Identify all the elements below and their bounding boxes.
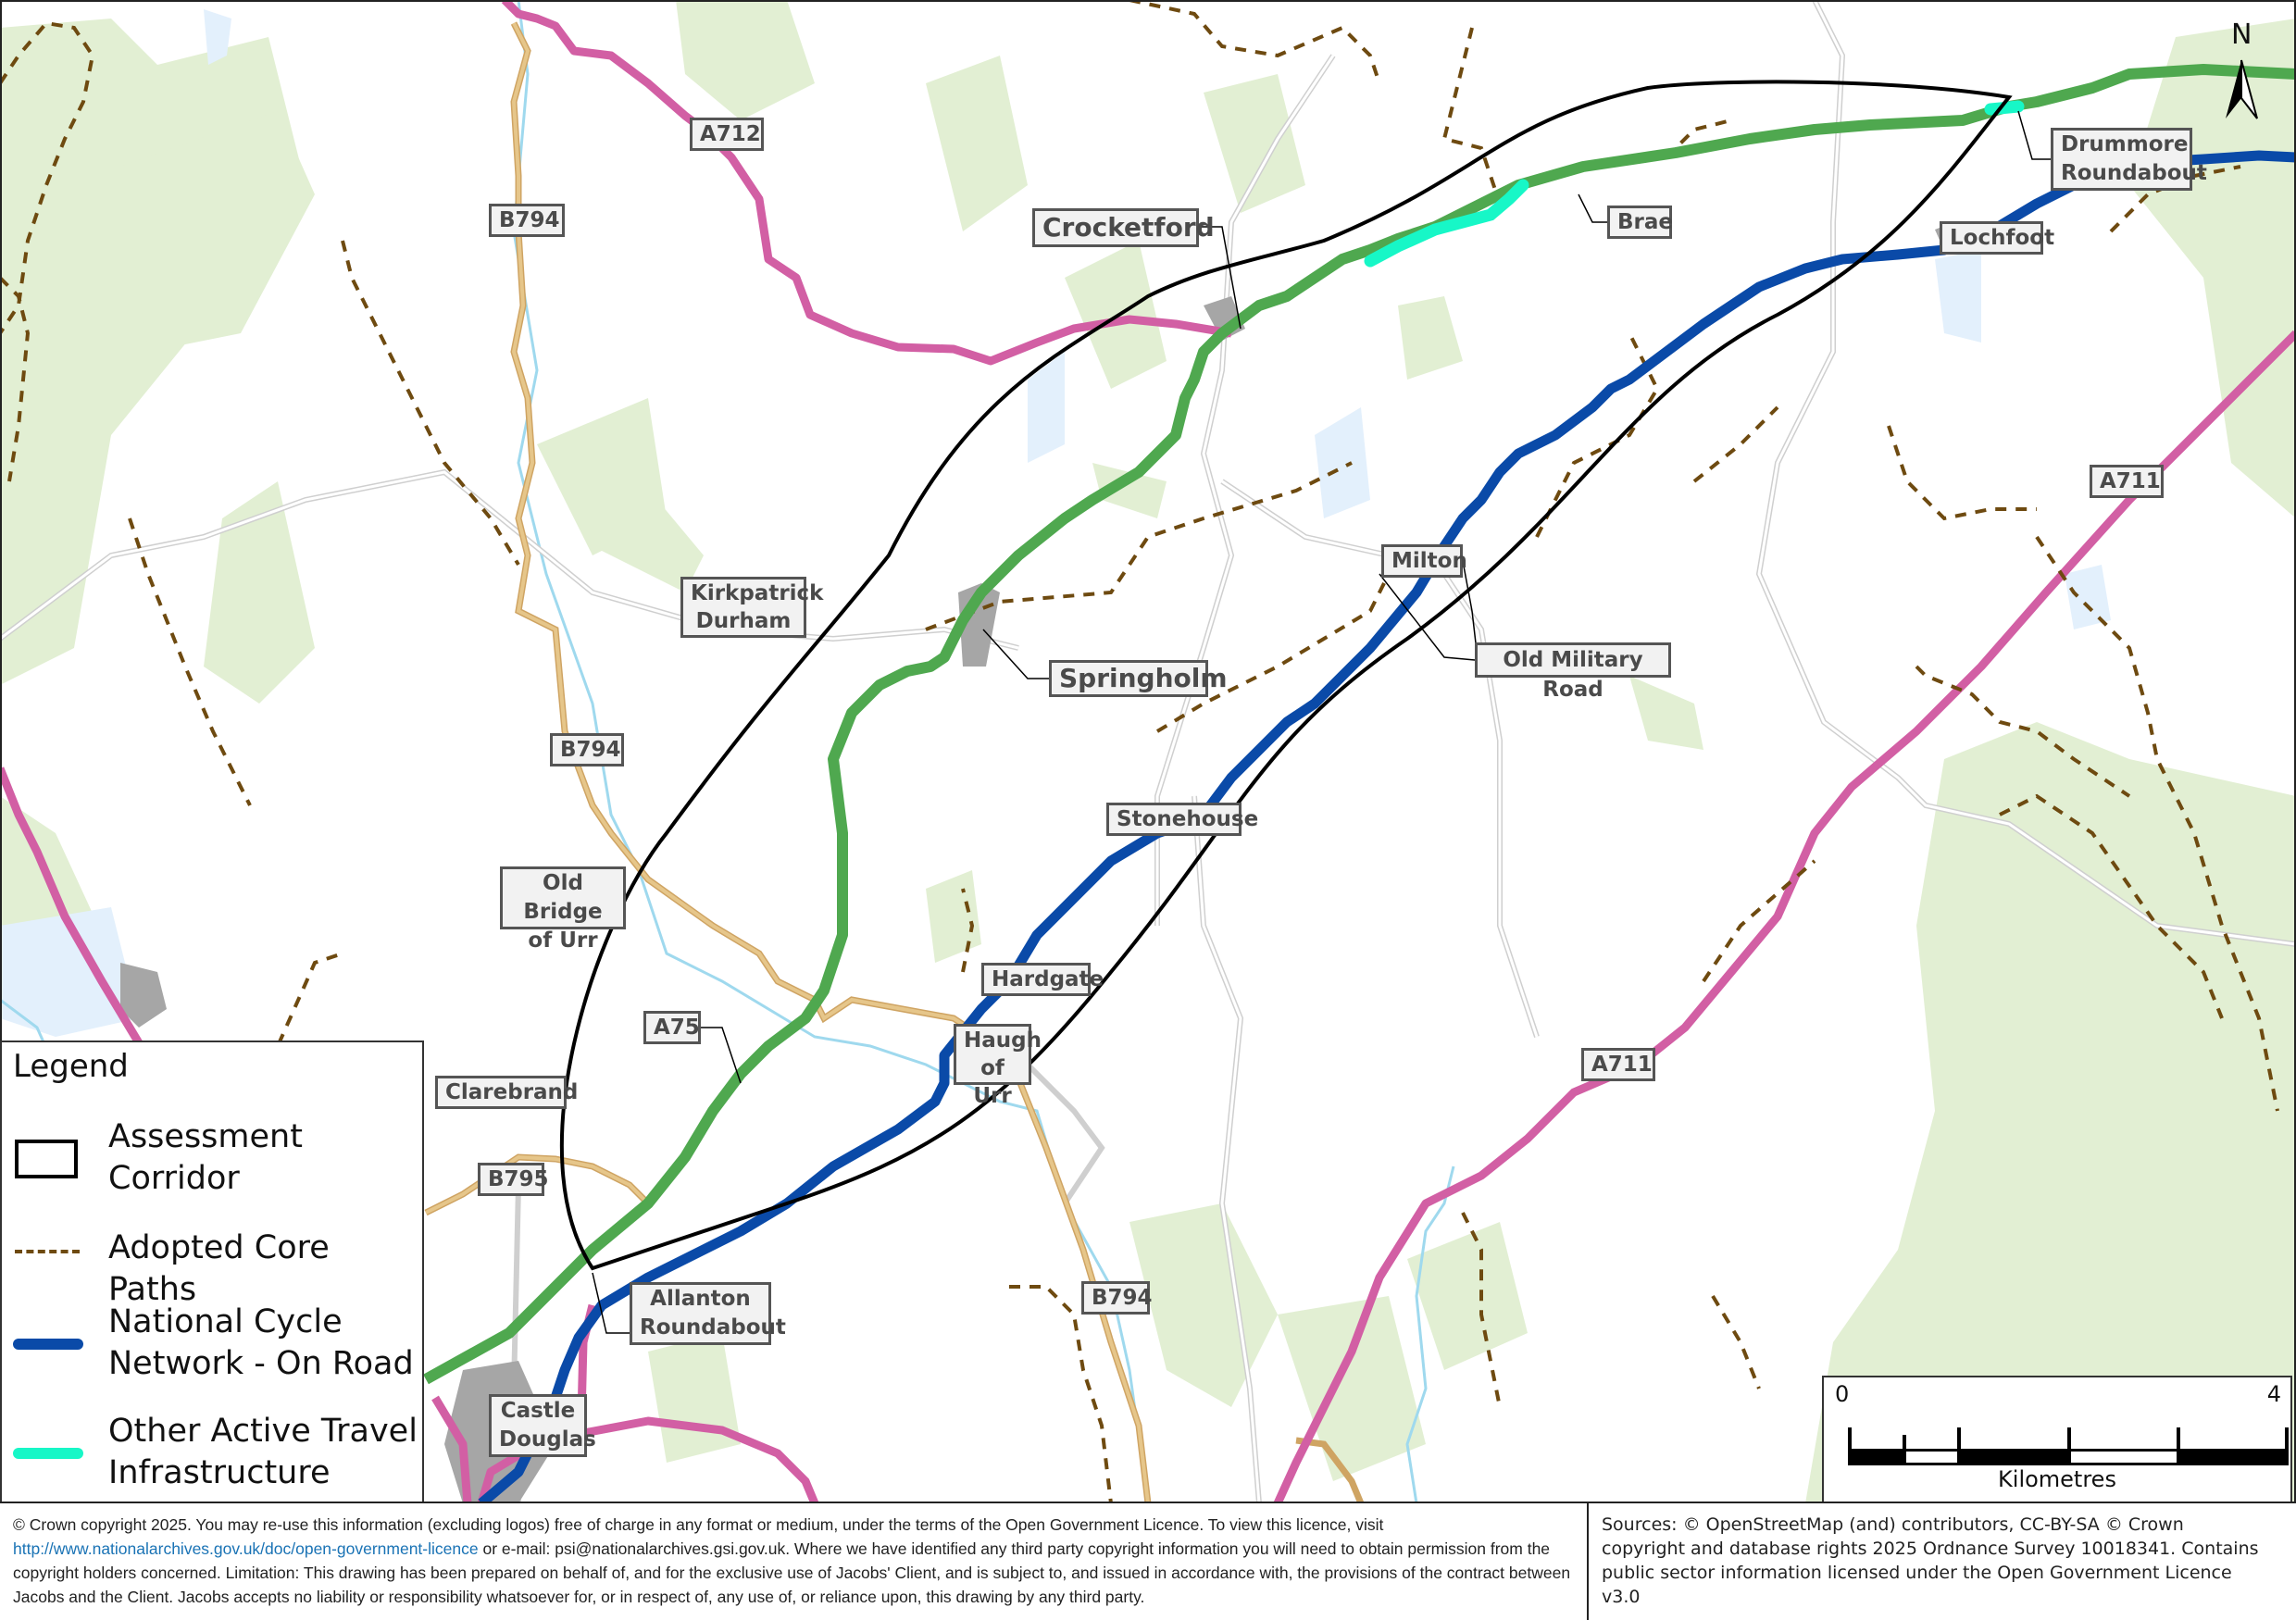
- core-paths: [0, 0, 2279, 1503]
- place-label-springholm: Springholm: [1049, 660, 1228, 697]
- place-label-drummore: Drummore Roundabout: [2051, 128, 2207, 191]
- place-label-a711-s: A711: [1581, 1048, 1655, 1081]
- minor-roads-inner: [0, 0, 2296, 1503]
- copyright-notice: © Crown copyright 2025. You may re-use t…: [13, 1513, 1578, 1609]
- legend-panel: Legend Assessment Corridor Adopted Core …: [0, 1041, 424, 1503]
- ncn-cycle-route: [478, 150, 2296, 1503]
- place-label-stonehouse: Stonehouse: [1106, 803, 1258, 836]
- place-label-a711-n: A711: [2090, 465, 2164, 498]
- north-arrow-icon: [2226, 59, 2258, 119]
- active-travel-segments: [1364, 100, 2025, 268]
- place-label-old-military: Old Military Road: [1475, 642, 1671, 702]
- legend-label: National Cycle Network - On Road: [108, 1303, 414, 1382]
- place-label-brae: Brae: [1607, 206, 1673, 239]
- licence-link[interactable]: http://www.nationalarchives.gov.uk/doc/o…: [13, 1539, 479, 1558]
- dashed-line-icon: [15, 1250, 80, 1253]
- place-label-hardgate: Hardgate: [981, 963, 1104, 996]
- place-label-lochfoot: Lochfoot: [1940, 221, 2054, 255]
- blue-line-icon: [13, 1339, 83, 1350]
- label-leader-lines: [592, 110, 2051, 1334]
- footer-divider: [1587, 1503, 1589, 1620]
- place-label-haugh: Haugh of Urr: [954, 1024, 1042, 1108]
- scale-bar: 0 4 Kilometres: [1822, 1376, 2292, 1503]
- legend-item-other-active-travel: Other Active Travel Infrastructure: [2, 1411, 426, 1503]
- place-label-b795: B795: [478, 1163, 549, 1196]
- copyright-text-continued: or e-mail: psi@nationalarchives.gsi.gov.…: [13, 1539, 1571, 1606]
- corridor-box-icon: [15, 1140, 78, 1178]
- scale-bar-graphic: [1848, 1427, 2289, 1465]
- legend-item-adopted-core-paths: Adopted Core Paths: [2, 1227, 426, 1308]
- legend-label: Adopted Core Paths: [108, 1229, 330, 1308]
- copyright-text: © Crown copyright 2025. You may re-use t…: [13, 1515, 1384, 1534]
- legend-title: Legend: [13, 1048, 129, 1085]
- cyan-line-icon: [13, 1448, 83, 1459]
- scale-unit: Kilometres: [1998, 1466, 2116, 1492]
- water-areas: [0, 9, 2111, 1037]
- footer: © Crown copyright 2025. You may re-use t…: [0, 1502, 2296, 1620]
- place-label-b794-mid: B794: [550, 733, 624, 766]
- legend-item-ncn-on-road: National Cycle Network - On Road: [2, 1302, 426, 1394]
- north-label: N: [2231, 19, 2252, 51]
- place-label-old-bridge: Old Bridge of Urr: [500, 866, 626, 953]
- place-label-castle-douglas: Castle Douglas: [489, 1394, 596, 1457]
- place-label-kirkpatrick: Kirkpatrick Durham: [680, 577, 823, 638]
- legend-label: Assessment Corridor: [108, 1118, 303, 1197]
- place-label-allanton: Allanton Roundabout: [630, 1282, 786, 1345]
- a75-trunk-road: [423, 64, 2296, 1385]
- scale-start: 0: [1835, 1381, 1850, 1407]
- place-label-a712: A712: [690, 118, 764, 151]
- place-label-b794-n: B794: [489, 204, 565, 237]
- legend-item-assessment-corridor: Assessment Corridor: [2, 1116, 426, 1209]
- scale-end: 4: [2266, 1381, 2281, 1407]
- place-label-crocketford: Crocketford: [1032, 208, 1215, 247]
- legend-label: Other Active Travel Infrastructure: [108, 1413, 418, 1491]
- place-label-a75: A75: [643, 1011, 701, 1044]
- place-label-b794-s: B794: [1081, 1281, 1153, 1315]
- place-label-milton: Milton: [1381, 544, 1467, 578]
- assessment-corridor-outline: [559, 80, 2013, 1271]
- sources-notice: Sources: © OpenStreetMap (and) contribut…: [1602, 1514, 2259, 1607]
- place-label-clarebrand: Clarebrand: [435, 1076, 578, 1109]
- north-arrow: N: [2218, 19, 2265, 120]
